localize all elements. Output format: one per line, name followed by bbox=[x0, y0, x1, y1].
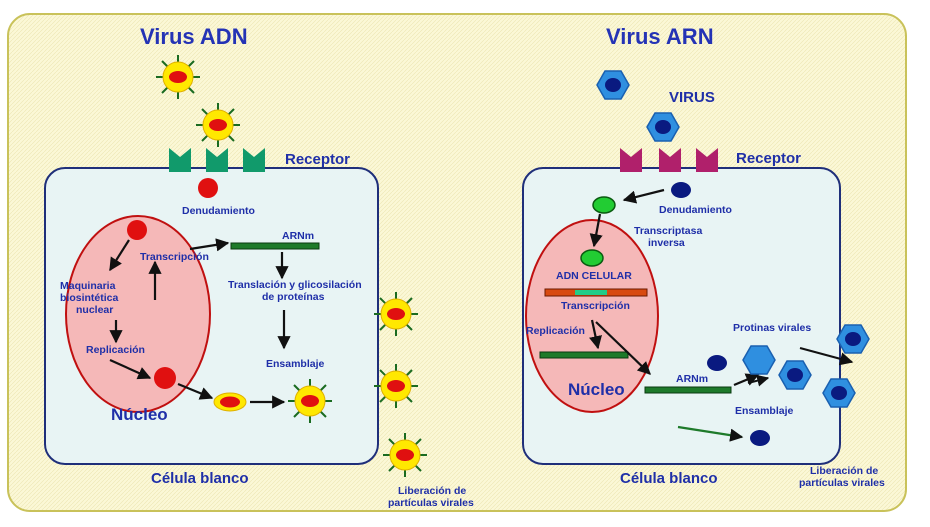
dna-genome-icon bbox=[127, 220, 147, 240]
rna-integrated-segment bbox=[575, 290, 607, 295]
rna-genome-icon bbox=[707, 355, 727, 371]
dna-uncoating-label: Denudamiento bbox=[182, 205, 255, 217]
rna-virus-label: VIRUS bbox=[669, 89, 715, 106]
rna-released-virion-icon bbox=[822, 378, 856, 408]
dna-mrna-strand bbox=[230, 242, 320, 250]
rna-provirus-dna-icon bbox=[580, 249, 604, 267]
dna-machinery-line3: nuclear bbox=[76, 304, 113, 316]
rna-reverse-transcriptase-line2: inversa bbox=[648, 237, 685, 249]
dna-nucleus-label: Núcleo bbox=[111, 405, 168, 424]
rna-uncoating-label: Denudamiento bbox=[659, 204, 732, 216]
dna-nucleus bbox=[65, 215, 211, 413]
rna-reverse-transcriptase-line1: Transcriptasa bbox=[634, 225, 702, 237]
dna-release-line1: Liberación de bbox=[398, 485, 466, 497]
rna-genome-green-icon bbox=[592, 196, 616, 214]
rna-release-line2: partículas virales bbox=[799, 477, 885, 489]
rna-nucleus bbox=[525, 219, 659, 413]
rna-receptor-label: Receptor bbox=[736, 150, 801, 167]
rna-cell-dna-label: ADN CELULAR bbox=[556, 270, 632, 282]
dna-release-line2: partículas virales bbox=[388, 497, 474, 509]
dna-receptor-label: Receptor bbox=[285, 151, 350, 168]
dna-translation-line2: de proteínas bbox=[262, 291, 325, 303]
rna-empty-capsid-icon bbox=[742, 345, 776, 375]
dna-machinery-line2: biosintética bbox=[60, 292, 119, 304]
rna-replicated-strand bbox=[539, 351, 629, 359]
dna-released-virion-icon bbox=[373, 363, 419, 409]
rna-exiting-genome-icon bbox=[750, 430, 770, 446]
rna-replication-label: Replicación bbox=[526, 325, 585, 337]
dna-machinery-line1: Maquinaria bbox=[60, 280, 116, 292]
dna-partial-capsid-icon bbox=[220, 396, 240, 408]
rna-assembled-virion-icon bbox=[778, 360, 812, 390]
rna-cell-label: Célula blanco bbox=[620, 470, 718, 487]
dna-virus-particle-icon bbox=[155, 54, 201, 100]
dna-virus-particle-icon bbox=[195, 102, 241, 148]
rna-virus-particle-icon bbox=[596, 70, 630, 100]
dna-released-virion-icon bbox=[373, 291, 419, 337]
dna-assembled-virion-icon bbox=[287, 378, 333, 424]
dna-released-virion-icon bbox=[382, 432, 428, 478]
rna-transcription-label: Transcripción bbox=[561, 300, 630, 312]
rna-assembly-label: Ensamblaje bbox=[735, 405, 794, 417]
rna-virus-title: Virus ARN bbox=[606, 24, 714, 49]
dna-uncoated-genome-icon bbox=[198, 178, 218, 198]
dna-replicated-genome-icon bbox=[154, 367, 176, 389]
rna-released-virion-icon bbox=[836, 324, 870, 354]
dna-assembly-label: Ensamblaje bbox=[266, 358, 325, 370]
rna-nucleus-label: Núcleo bbox=[568, 380, 625, 399]
dna-cell-label: Célula blanco bbox=[151, 470, 249, 487]
dna-transcription-label: Transcripción bbox=[140, 251, 209, 263]
dna-mrna-label: ARNm bbox=[282, 230, 314, 242]
rna-release-line1: Liberación de bbox=[810, 465, 878, 477]
rna-virus-particle-icon bbox=[646, 112, 680, 142]
rna-mrna-label: ARNm bbox=[676, 373, 708, 385]
dna-virus-title: Virus ADN bbox=[140, 24, 248, 49]
dna-replication-label: Replicación bbox=[86, 344, 145, 356]
dna-translation-line1: Translación y glicosilación bbox=[228, 279, 362, 291]
rna-mrna-strand bbox=[644, 386, 732, 394]
rna-uncoated-genome-icon bbox=[671, 182, 691, 198]
rna-viral-proteins-label: Protinas virales bbox=[733, 322, 811, 334]
